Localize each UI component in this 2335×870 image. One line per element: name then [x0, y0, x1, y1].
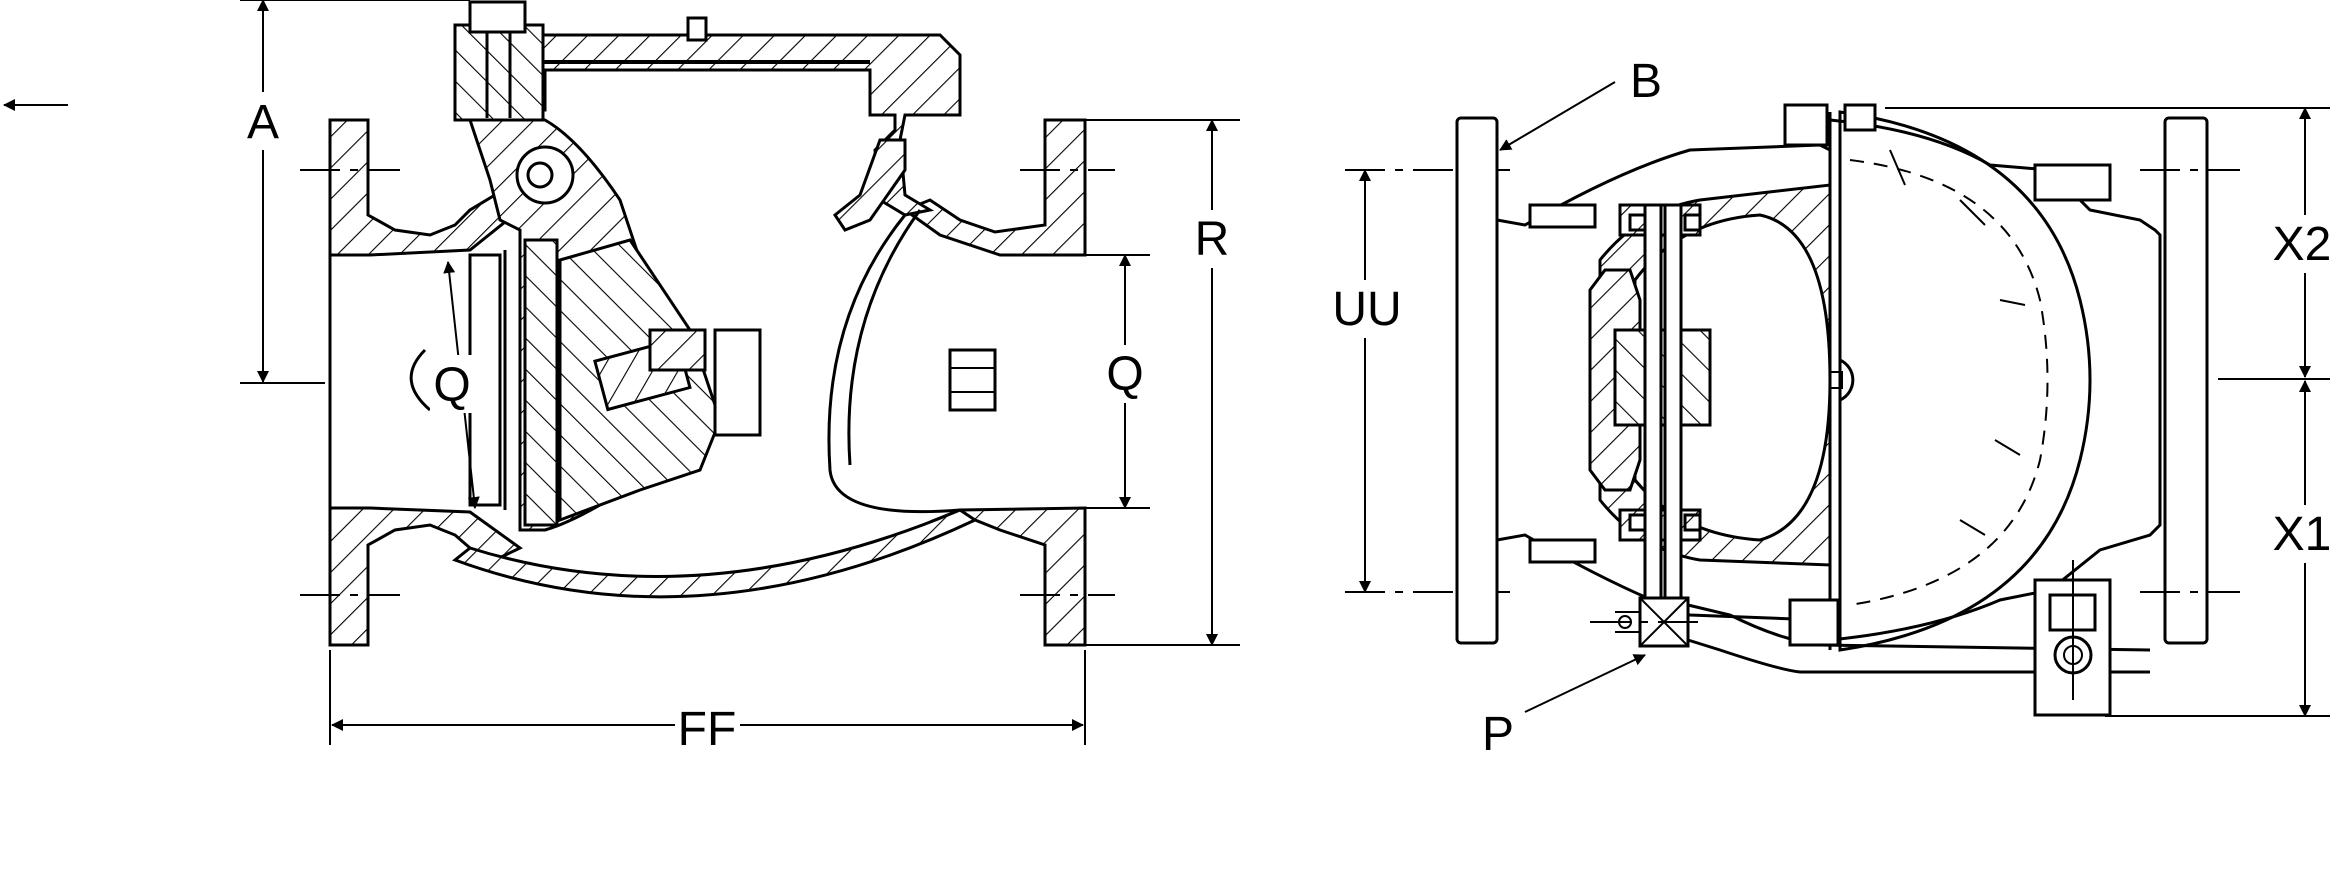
dim-b-label: B [1630, 55, 1662, 108]
dim-r-label: R [1195, 213, 1230, 266]
side-view: A [240, 0, 1240, 756]
dim-q-left: Q [409, 261, 480, 509]
dim-r: R [1085, 119, 1240, 646]
dim-ff-label: FF [678, 703, 737, 756]
dim-q-right-label: Q [1106, 348, 1143, 401]
end-body [1496, 143, 1832, 627]
end-right-flange [2140, 116, 2240, 645]
cover-bolt [453, 0, 708, 122]
right-flange [901, 118, 1115, 647]
left-flange [300, 118, 523, 647]
dim-p-label: P [1482, 708, 1514, 761]
dim-b: B [1499, 50, 1669, 151]
dim-q-right: Q [1085, 254, 1150, 509]
dim-uu-label: UU [1332, 283, 1401, 336]
dim-x2-label: X2 [2273, 218, 2332, 271]
dim-x1-label: X1 [2273, 508, 2332, 561]
dim-p: P [1476, 654, 1646, 761]
hinge-and-disc [467, 118, 997, 532]
dim-uu: UU [1332, 169, 1510, 593]
dim-a-label: A [247, 96, 279, 149]
dim-a: A [240, 0, 470, 384]
dim-x: X2 X1 [1885, 107, 2334, 717]
end-left-flange [1455, 116, 1499, 645]
end-cover [1783, 103, 2162, 652]
dim-ff: FF [329, 650, 1086, 756]
dim-q-left-label: Q [433, 359, 470, 412]
lever-housing [2033, 163, 2112, 717]
end-view: UU [1332, 50, 2334, 761]
